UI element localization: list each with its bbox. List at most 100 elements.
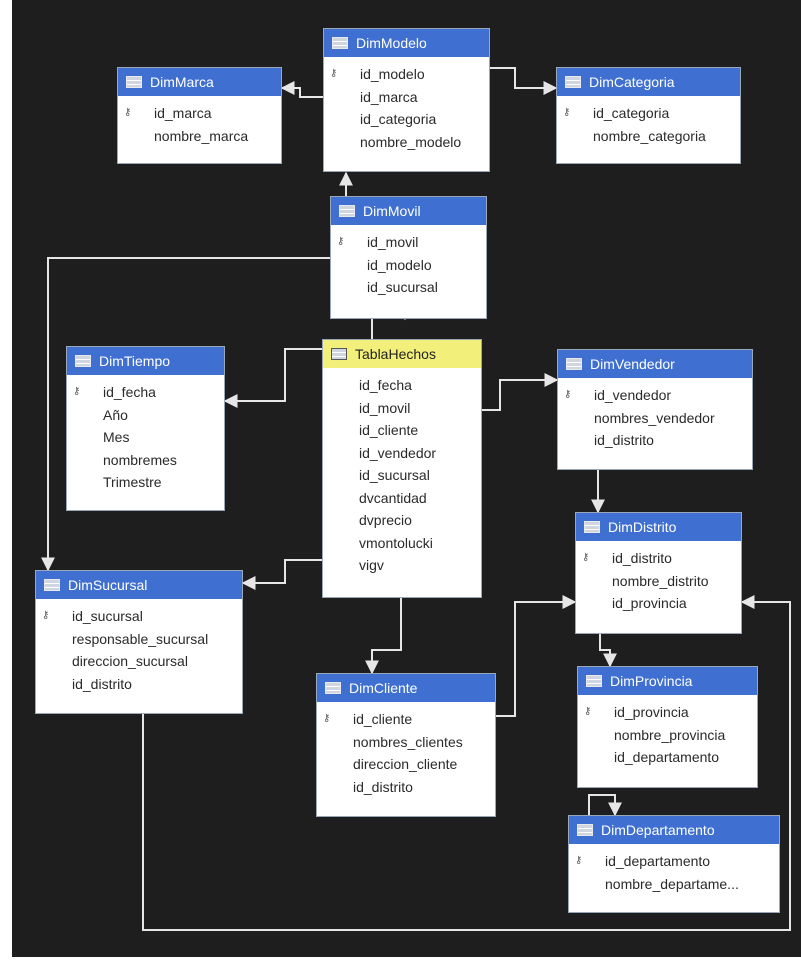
table-title: DimMovil	[363, 203, 421, 219]
table-dimmarca[interactable]: DimMarca ⚷id_marca nombre_marca	[117, 67, 282, 164]
table-header[interactable]: DimCategoria	[557, 68, 740, 96]
table-dimcategoria[interactable]: DimCategoria ⚷id_categoria nombre_categor…	[556, 67, 741, 164]
column-dimcliente-1[interactable]: nombres_clientes	[317, 731, 495, 754]
column-dimcliente-3[interactable]: id_distrito	[317, 776, 495, 799]
column-dimvendedor-0[interactable]: ⚷id_vendedor	[558, 384, 752, 407]
column-name: direccion_cliente	[353, 756, 458, 772]
column-tablahechos-3[interactable]: id_vendedor	[323, 442, 481, 465]
column-name: id_sucursal	[359, 467, 430, 483]
key-icon: ⚷	[575, 855, 583, 866]
table-header[interactable]: DimProvincia	[578, 667, 757, 695]
column-name: id_fecha	[359, 377, 412, 393]
column-tablahechos-4[interactable]: id_sucursal	[323, 464, 481, 487]
column-dimdistrito-0[interactable]: ⚷id_distrito	[576, 547, 741, 570]
table-header[interactable]: DimDepartamento	[569, 816, 779, 844]
column-dimdistrito-1[interactable]: nombre_distrito	[576, 570, 741, 593]
column-name: id_cliente	[353, 711, 413, 727]
column-dimcliente-0[interactable]: ⚷id_cliente	[317, 708, 495, 731]
column-name: id_modelo	[360, 66, 425, 82]
column-dimvendedor-2[interactable]: id_distrito	[558, 429, 752, 452]
column-dimtiempo-0[interactable]: ⚷id_fecha	[67, 381, 224, 404]
column-dimprovincia-0[interactable]: ⚷id_provincia	[578, 701, 757, 724]
table-icon	[44, 579, 60, 591]
column-dimmovil-1[interactable]: id_modelo	[331, 254, 486, 277]
column-dimtiempo-1[interactable]: Año	[67, 404, 224, 427]
column-dimcategoria-0[interactable]: ⚷id_categoria	[557, 102, 740, 125]
table-dimsucursal[interactable]: DimSucursal ⚷id_sucursal responsable_sucu…	[35, 570, 243, 714]
column-dimmovil-0[interactable]: ⚷id_movil	[331, 231, 486, 254]
key-icon: ⚷	[73, 386, 81, 397]
column-list: ⚷id_marca nombre_marca	[118, 96, 281, 147]
column-tablahechos-7[interactable]: vmontolucki	[323, 532, 481, 555]
column-name: vmontolucki	[359, 534, 433, 551]
table-header[interactable]: DimVendedor	[558, 350, 752, 378]
column-tablahechos-5[interactable]: dvcantidad	[323, 487, 481, 510]
column-dimsucursal-2[interactable]: direccion_sucursal	[36, 650, 242, 673]
table-header[interactable]: TablaHechos	[323, 340, 481, 368]
column-dimsucursal-3[interactable]: id_distrito	[36, 673, 242, 696]
column-dimprovincia-1[interactable]: nombre_provincia	[578, 724, 757, 747]
column-dimdepartamento-1[interactable]: nombre_departame...	[569, 873, 779, 896]
column-dimprovincia-2[interactable]: id_departamento	[578, 746, 757, 769]
column-tablahechos-0[interactable]: id_fecha	[323, 374, 481, 397]
table-dimvendedor[interactable]: DimVendedor ⚷id_vendedor nombres_vendedor…	[557, 349, 753, 470]
table-header[interactable]: DimSucursal	[36, 571, 242, 599]
column-dimdepartamento-0[interactable]: ⚷id_departamento	[569, 850, 779, 873]
column-name: nombres_vendedor	[594, 409, 715, 426]
table-title: DimDepartamento	[601, 822, 715, 838]
table-icon	[75, 355, 91, 367]
column-name: nombre_marca	[154, 127, 249, 144]
table-icon	[577, 824, 593, 836]
column-dimtiempo-3[interactable]: nombremes	[67, 449, 224, 472]
table-header[interactable]: DimMarca	[118, 68, 281, 96]
table-icon	[331, 348, 347, 360]
column-name: nombre_categoria	[593, 127, 706, 144]
column-dimmovil-2[interactable]: id_sucursal	[331, 276, 486, 299]
column-dimcliente-2[interactable]: direccion_cliente	[317, 753, 495, 776]
column-dimcategoria-1[interactable]: nombre_categoria	[557, 125, 740, 148]
column-dimmodelo-2[interactable]: id_categoria	[324, 108, 489, 131]
column-dimmodelo-1[interactable]: id_marca	[324, 86, 489, 109]
column-tablahechos-8[interactable]: vigv	[323, 554, 481, 577]
column-tablahechos-2[interactable]: id_cliente	[323, 419, 481, 442]
column-dimdistrito-2[interactable]: id_provincia	[576, 592, 741, 615]
table-title: DimCategoria	[589, 74, 675, 90]
key-icon: ⚷	[337, 236, 345, 247]
table-dimdepartamento[interactable]: DimDepartamento ⚷id_departamento nombre_d…	[568, 815, 780, 913]
table-header[interactable]: DimCliente	[317, 674, 495, 702]
column-name: id_vendedor	[359, 444, 437, 461]
column-dimmodelo-3[interactable]: nombre_modelo	[324, 131, 489, 154]
table-header[interactable]: DimModelo	[324, 29, 489, 57]
column-dimtiempo-2[interactable]: Mes	[67, 426, 224, 449]
column-name: responsable_sucursal	[72, 630, 209, 647]
column-dimmarca-0[interactable]: ⚷id_marca	[118, 102, 281, 125]
column-dimtiempo-4[interactable]: Trimestre	[67, 471, 224, 494]
column-name: nombre_departame...	[605, 875, 739, 892]
column-tablahechos-6[interactable]: dvprecio	[323, 509, 481, 532]
column-dimmodelo-0[interactable]: ⚷id_modelo	[324, 63, 489, 86]
column-name: direccion_sucursal	[72, 653, 188, 669]
table-header[interactable]: DimTiempo	[67, 347, 224, 375]
column-dimmarca-1[interactable]: nombre_marca	[118, 125, 281, 148]
table-header[interactable]: DimMovil	[331, 197, 486, 225]
column-name: Mes	[103, 429, 130, 445]
table-title: DimCliente	[349, 680, 418, 696]
column-name: id_vendedor	[594, 387, 672, 403]
column-dimsucursal-1[interactable]: responsable_sucursal	[36, 628, 242, 651]
column-dimsucursal-0[interactable]: ⚷id_sucursal	[36, 605, 242, 628]
column-tablahechos-1[interactable]: id_movil	[323, 397, 481, 420]
table-title: DimMarca	[150, 74, 214, 90]
column-list: ⚷id_departamento nombre_departame...	[569, 844, 779, 895]
column-dimvendedor-1[interactable]: nombres_vendedor	[558, 407, 752, 430]
table-header[interactable]: DimDistrito	[576, 513, 741, 541]
column-list: ⚷id_categoria nombre_categoria	[557, 96, 740, 147]
